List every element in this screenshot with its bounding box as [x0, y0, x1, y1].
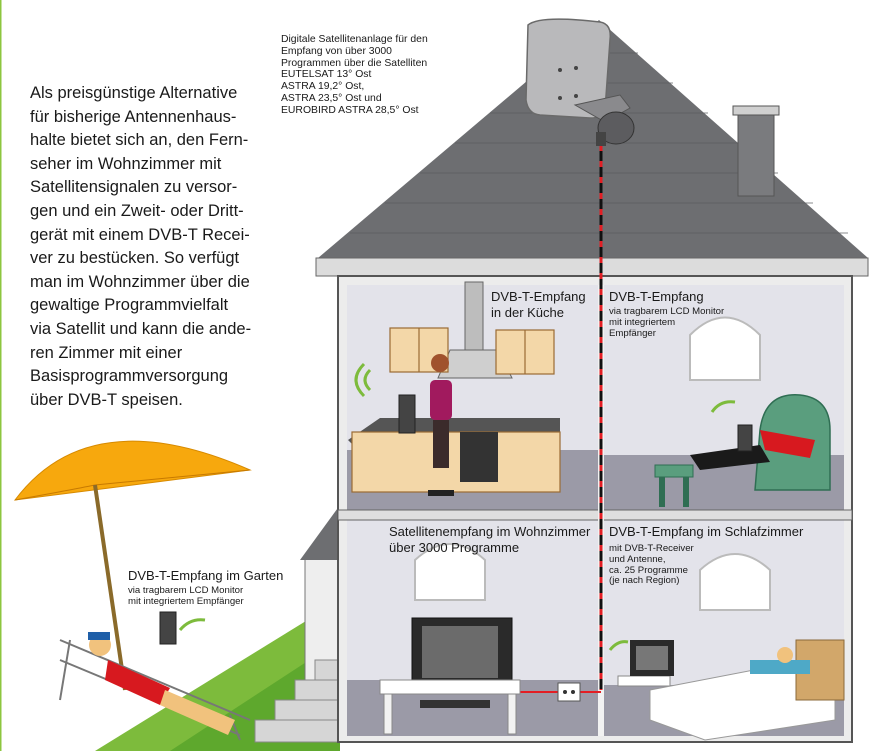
- intro-line: über DVB-T speisen.: [30, 389, 280, 413]
- wall-socket: [558, 683, 580, 701]
- satellite-note-line: EUTELSAT 13° Ost: [281, 69, 481, 81]
- intro-line: ren Zimmer mit einer: [30, 342, 280, 366]
- living-room-label-line: über 3000 Programme: [389, 540, 590, 556]
- kitchen-label: DVB-T-Empfang in der Küche: [491, 289, 586, 320]
- intro-line: gerät mit einem DVB-T Recei-: [30, 224, 280, 248]
- upper-right-sub-line: mit integriertem: [609, 318, 724, 329]
- intro-line: via Satellit und kann die ande-: [30, 318, 280, 342]
- chimney: [738, 112, 774, 196]
- satellite-note-line: Empfang von über 3000: [281, 46, 481, 58]
- satellite-note-line: Programmen über die Satelliten: [281, 58, 481, 70]
- bedroom-window: [700, 554, 770, 610]
- intro-line: man im Wohnzimmer über die: [30, 271, 280, 295]
- upper-right-sublabel: via tragbarem LCD Monitor mit integriert…: [609, 307, 724, 339]
- kitchen-label-line: DVB-T-Empfang: [491, 289, 586, 305]
- bedroom-sublabel: mit DVB-T-Receiver und Antenne, ca. 25 P…: [609, 544, 694, 587]
- intro-paragraph: Als preisgünstige Alternative für bisher…: [30, 82, 280, 412]
- intro-line: halte bietet sich an, den Fern-: [30, 129, 280, 153]
- bedroom-sub-line: (je nach Region): [609, 576, 694, 587]
- floor-slab: [338, 510, 852, 520]
- kitchen-label-line: in der Küche: [491, 305, 586, 321]
- intro-line: Als preisgünstige Alternative: [30, 82, 280, 106]
- garden-umbrella: [15, 441, 250, 690]
- living-room-label-line: Satellitenempfang im Wohnzimmer: [389, 524, 590, 540]
- garden-sub-line: mit integriertem Empfänger: [128, 597, 244, 608]
- intro-line: gewaltige Programmvielfalt: [30, 294, 280, 318]
- living-room-label: Satellitenempfang im Wohnzimmer über 300…: [389, 524, 590, 555]
- satellite-note-line: Digitale Satellitenanlage für den: [281, 34, 481, 46]
- intro-line: gen und ein Zweit- oder Dritt-: [30, 200, 280, 224]
- bedroom-sub-line: und Antenne,: [609, 555, 694, 566]
- satellite-note-line: ASTRA 19,2° Ost,: [281, 81, 481, 93]
- bedroom-label: DVB-T-Empfang im Schlafzimmer: [609, 524, 803, 540]
- satellite-note-line: ASTRA 23,5° Ost und: [281, 93, 481, 105]
- intro-line: Basisprogrammversorgung: [30, 365, 280, 389]
- upper-right-label: DVB-T-Empfang: [609, 289, 704, 305]
- intro-line: Satellitensignalen zu versor-: [30, 176, 280, 200]
- satellite-note: Digitale Satellitenanlage für den Empfan…: [281, 34, 481, 117]
- satellite-note-line: EUROBIRD ASTRA 28,5° Ost: [281, 105, 481, 117]
- roof-eave: [316, 258, 868, 276]
- left-border-line: [0, 0, 2, 751]
- garden-sublabel: via tragbarem LCD Monitor mit integriert…: [128, 586, 244, 608]
- intro-line: ver zu bestücken. So verfügt: [30, 247, 280, 271]
- intro-line: für bisherige Antennenhaus-: [30, 106, 280, 130]
- garden-label: DVB-T-Empfang im Garten: [128, 568, 283, 584]
- intro-line: seher im Wohnzimmer mit: [30, 153, 280, 177]
- upper-right-sub-line: Empfänger: [609, 329, 724, 340]
- chimney-cap: [733, 106, 779, 115]
